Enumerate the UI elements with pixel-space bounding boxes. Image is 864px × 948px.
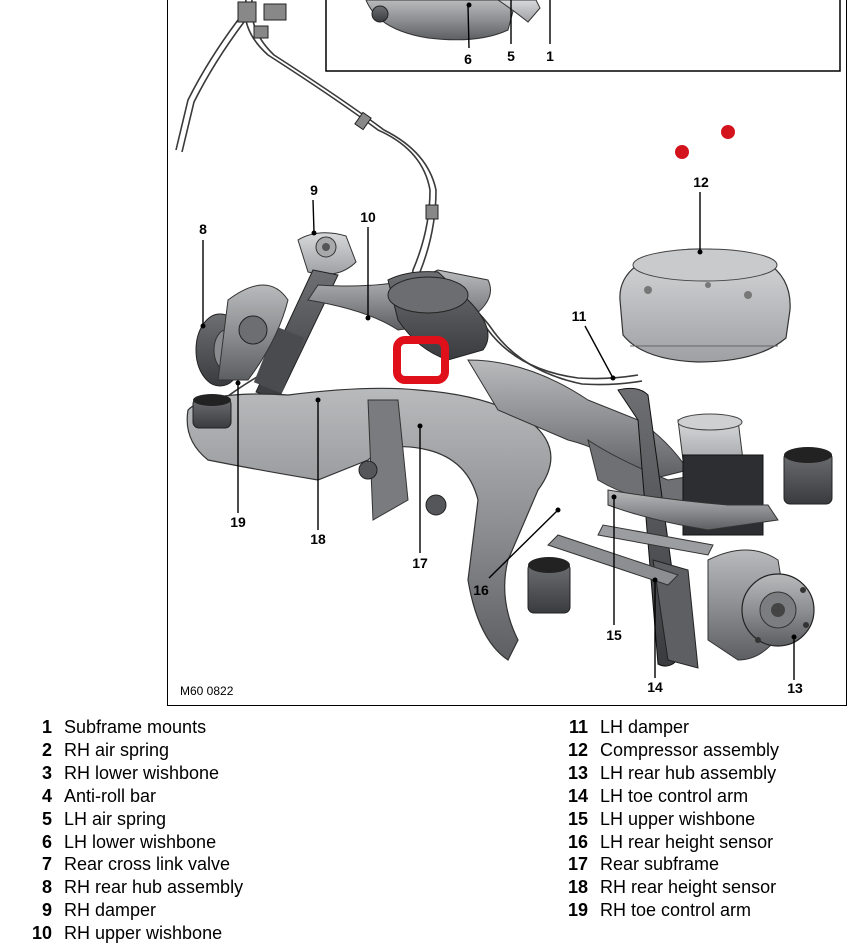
legend-item: 4 Anti-roll bar <box>24 785 243 808</box>
rh-upper-assembly <box>253 232 357 401</box>
legend-label: LH lower wishbone <box>64 831 217 852</box>
legend-item: 5 LH air spring <box>24 808 243 831</box>
red-dot-marker <box>721 125 735 139</box>
legend-number: 12 <box>567 739 588 760</box>
legend-label: Compressor assembly <box>600 739 780 760</box>
legend-label: RH rear hub assembly <box>64 877 244 898</box>
legend-number: 14 <box>567 785 588 806</box>
legend-label: RH upper wishbone <box>64 923 223 944</box>
legend-label: LH toe control arm <box>600 785 749 806</box>
legend-number: 7 <box>41 854 52 875</box>
legend-number: 6 <box>41 831 52 852</box>
legend-label: RH lower wishbone <box>64 762 220 783</box>
legend-number: 8 <box>41 877 52 898</box>
legend-item: 12 Compressor assembly <box>560 739 779 762</box>
legend-label: RH air spring <box>64 739 170 760</box>
legend-item: 14 LH toe control arm <box>560 785 779 808</box>
legend-label: LH upper wishbone <box>600 808 756 829</box>
callout-18: 18 <box>310 531 326 547</box>
legend-label: RH damper <box>64 900 157 921</box>
harness-connectors <box>237 1 439 220</box>
legend-item: 6 LH lower wishbone <box>24 831 243 854</box>
rh-hub-assembly <box>195 284 289 387</box>
red-dot-marker <box>675 145 689 159</box>
legend-item: 18 RH rear height sensor <box>560 876 779 899</box>
legend-item: 11 LH damper <box>560 716 779 739</box>
legend-label: RH toe control arm <box>600 900 752 921</box>
compressor-assembly <box>619 248 791 363</box>
legend-item: 3 RH lower wishbone <box>24 762 243 785</box>
callout-16: 16 <box>473 582 489 598</box>
callout-13: 13 <box>787 680 803 696</box>
legend-number: 3 <box>41 762 52 783</box>
legend-number: 5 <box>41 808 52 829</box>
legend-number: 11 <box>568 717 588 737</box>
legend-label: LH damper <box>600 717 690 737</box>
callout-10: 10 <box>360 209 376 225</box>
legend-item: 8 RH rear hub assembly <box>24 876 243 899</box>
legend-item: 19 RH toe control arm <box>560 899 779 922</box>
legend-label: LH air spring <box>64 808 167 829</box>
callout-6: 6 <box>464 51 472 67</box>
legend-number: 16 <box>567 831 588 852</box>
subframe-bushings <box>192 394 833 614</box>
legend-item: 15 LH upper wishbone <box>560 808 779 831</box>
legend-number: 10 <box>31 923 52 944</box>
legend-item: 9 RH damper <box>24 899 243 922</box>
legend-number: 18 <box>567 877 588 898</box>
legend-item: 10 RH upper wishbone <box>24 922 243 945</box>
leader-endpoints <box>200 2 797 640</box>
legend-item: 17 Rear subframe <box>560 853 779 876</box>
callout-1: 1 <box>546 48 554 64</box>
legend-item: 13 LH rear hub assembly <box>560 762 779 785</box>
highlight-box <box>393 336 449 384</box>
legend-number: 19 <box>567 900 588 921</box>
diagram-drawing: 6 5 1 8 9 10 11 12 13 14 15 16 17 18 19 <box>175 0 841 696</box>
legend-number: 9 <box>41 900 52 921</box>
legend-number: 13 <box>567 762 588 783</box>
callout-15: 15 <box>606 627 622 643</box>
legend-label: Rear cross link valve <box>64 854 231 875</box>
figure-code: M60 0822 <box>180 684 234 698</box>
legend-right: 11 LH damper 12 Compressor assembly 13 LH r… <box>560 716 779 922</box>
callout-11: 11 <box>572 308 587 324</box>
callout-12: 12 <box>693 174 709 190</box>
legend-number: 4 <box>41 785 52 806</box>
callout-8: 8 <box>199 221 207 237</box>
legend-item: 1 Subframe mounts <box>24 716 243 739</box>
callout-5: 5 <box>507 48 515 64</box>
legend-label: LH rear hub assembly <box>600 762 777 783</box>
lh-arms <box>547 489 779 586</box>
legend-number: 17 <box>567 854 588 875</box>
legend-left: 1 Subframe mounts 2 RH air spring 3 RH lowe… <box>24 716 243 945</box>
legend-label: LH rear height sensor <box>600 831 774 852</box>
lh-hub-assembly <box>707 549 815 661</box>
leader-lines <box>202 0 795 680</box>
legend-label: Subframe mounts <box>64 717 207 737</box>
legend-number: 15 <box>567 808 588 829</box>
legend-label: Rear subframe <box>600 854 720 875</box>
callout-14: 14 <box>647 679 663 695</box>
legend-number: 2 <box>41 739 52 760</box>
suspension-diagram: 6 5 1 8 9 10 11 12 13 14 15 16 17 18 19 … <box>167 0 847 706</box>
callout-19: 19 <box>230 514 246 530</box>
inset-spring <box>497 0 541 23</box>
legend-label: Anti-roll bar <box>64 785 157 806</box>
legend-item: 2 RH air spring <box>24 739 243 762</box>
legend-label: RH rear height sensor <box>600 877 777 898</box>
callout-17: 17 <box>412 555 428 571</box>
legend-item: 7 Rear cross link valve <box>24 853 243 876</box>
inset-hub <box>371 5 389 23</box>
callout-9: 9 <box>310 182 318 198</box>
legend-number: 1 <box>41 717 52 737</box>
legend-item: 16 LH rear height sensor <box>560 831 779 854</box>
